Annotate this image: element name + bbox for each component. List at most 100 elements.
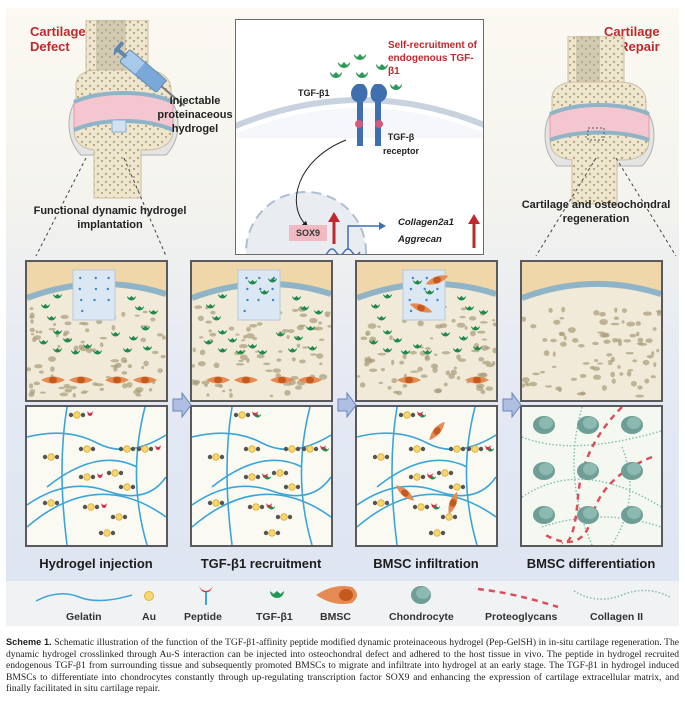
bmsc-cell-icon: [41, 376, 65, 384]
au-s-crosslink: [466, 445, 494, 453]
tgf-beta1-icon: [423, 350, 432, 355]
inset-title-line2: endogenous TGF-β1: [388, 53, 474, 77]
tgf-beta1-icon: [53, 348, 62, 353]
defect-title-line2: Defect: [30, 39, 70, 54]
tgf-beta1-icon: [270, 591, 284, 598]
au-s-crosslink: [78, 473, 103, 481]
au-s-crosslink: [412, 503, 440, 511]
gelatin-strand-icon: [35, 593, 133, 602]
tgf-beta1-icon: [479, 310, 488, 315]
au-s-crosslink: [98, 529, 116, 537]
stage-label-3: BMSC infiltration: [373, 556, 479, 571]
implantation-caption-line2: implantation: [77, 219, 143, 231]
tgf-beta1-icon: [383, 330, 392, 335]
gelatin-strand: [211, 459, 303, 488]
au-s-crosslink: [106, 469, 124, 477]
tgf-beta1-icon: [413, 344, 422, 349]
tgf-beta1-icon: [47, 316, 56, 321]
legend-label-au: Au: [142, 611, 156, 623]
au-s-crosslink: [283, 483, 301, 491]
tgf-beta1-icon: [206, 304, 215, 309]
tgf-beta1-ligands: [330, 54, 402, 90]
au-s-crosslink: [42, 499, 60, 507]
ligand-icon: [330, 72, 342, 78]
collagen-ii-fiber: [611, 446, 631, 545]
tgf-beta1-icon: [383, 294, 392, 299]
au-s-crosslink: [247, 503, 275, 511]
au-s-crosslink: [436, 469, 454, 477]
matrix-panel-1: [25, 405, 168, 547]
repair-joint-illustration: [544, 36, 655, 205]
stage-label-4: BMSC differentiation: [526, 556, 656, 571]
tgf-beta1-icon: [149, 310, 158, 315]
au-s-crosslink: [68, 411, 93, 419]
gelatin-strand: [391, 407, 398, 545]
gelatin-strand: [27, 476, 166, 506]
proteoglycan-icon: [477, 587, 559, 609]
tgf-beta1-icon: [383, 348, 392, 353]
tissue-panel-4: [520, 260, 663, 402]
au-s-crosslink: [440, 513, 458, 521]
scheme-figure: Cartilage Defect Injectable p: [6, 8, 679, 626]
gelatin-strand: [135, 407, 148, 545]
caption-text: Schematic illustration of the function o…: [6, 637, 680, 695]
tgf-beta1-icon: [393, 338, 402, 343]
injectable-hydrogel-label: Injectable proteinaceous hydrogel: [154, 94, 236, 136]
gelatin-strand: [357, 476, 496, 506]
tgf-beta1-icon: [377, 316, 386, 321]
ligand-label: TGF-β1: [298, 88, 330, 98]
bmsc-cell-icon: [298, 376, 322, 384]
au-s-crosslink: [448, 445, 466, 453]
receptor-label-line2: receptor: [382, 146, 419, 156]
tgf-beta1-icon: [459, 336, 468, 341]
expression-arrows: [326, 212, 480, 254]
tgf-beta1-icon: [441, 332, 450, 337]
tgf-beta1-icon: [53, 330, 62, 335]
receptor-label: TGF-β receptor: [376, 130, 426, 158]
matrix-panel-3: [355, 405, 498, 547]
gelatin-strand: [465, 407, 478, 545]
tgf-beta1-icon: [371, 304, 380, 309]
tgf-beta1-icon: [292, 296, 301, 301]
au-s-crosslink: [283, 445, 301, 453]
tgf-beta1-icon: [294, 336, 303, 341]
au-s-crosslink: [263, 529, 281, 537]
au-s-crosslink: [301, 445, 329, 453]
legend-label-chondrocyte: Chondrocyte: [389, 611, 454, 623]
stage-label-2: TGF-β1 recruitment: [200, 556, 322, 571]
regeneration-caption: Cartilage and osteochondral regeneration: [516, 198, 676, 226]
bmsc-cell-icon: [316, 586, 357, 604]
regeneration-caption-line1: Cartilage and osteochondral: [521, 199, 671, 211]
repair-title: Cartilage Repair: [604, 24, 660, 54]
au-s-crosslink: [118, 483, 136, 491]
dna-icon: [326, 248, 361, 254]
au-s-crosslink: [448, 483, 466, 491]
chondrocyte-icon: [621, 506, 643, 524]
tissue-panel-1: [25, 260, 168, 402]
tgf-beta1-icon: [127, 296, 136, 301]
tgf-beta1-icon: [228, 338, 237, 343]
au-s-crosslink: [110, 513, 128, 521]
chondrocyte-icon: [621, 416, 643, 434]
legend-label-gelatin: Gelatin: [66, 611, 102, 623]
tgf-beta1-icon: [83, 344, 92, 349]
au-s-crosslink: [372, 499, 390, 507]
tgf-beta1-icon: [314, 310, 323, 315]
tgf-beta1-icon: [248, 280, 257, 285]
collagen-ii-icon: [573, 589, 671, 600]
tgf-beta1-icon: [236, 350, 245, 355]
signaling-inset: Self-recruitment of endogenous TGF-β1 TG…: [235, 19, 484, 255]
tgf-beta1-icon: [473, 346, 482, 351]
repair-title-line1: Cartilage: [604, 24, 660, 39]
ligand-icon: [354, 54, 366, 60]
au-s-crosslink: [136, 445, 161, 453]
injectable-label-line2: proteinaceous: [157, 109, 233, 121]
bmsc-cell-icon: [133, 376, 157, 384]
au-s-crosslink: [78, 445, 96, 453]
gelatin-strand: [192, 493, 331, 528]
tgf-beta1-icon: [465, 306, 474, 311]
tgf-beta1-icon: [111, 332, 120, 337]
au-s-crosslink: [82, 503, 107, 511]
gene-collagen2a1: Collagen2a1: [398, 217, 454, 228]
gelatin-strand: [376, 459, 468, 488]
